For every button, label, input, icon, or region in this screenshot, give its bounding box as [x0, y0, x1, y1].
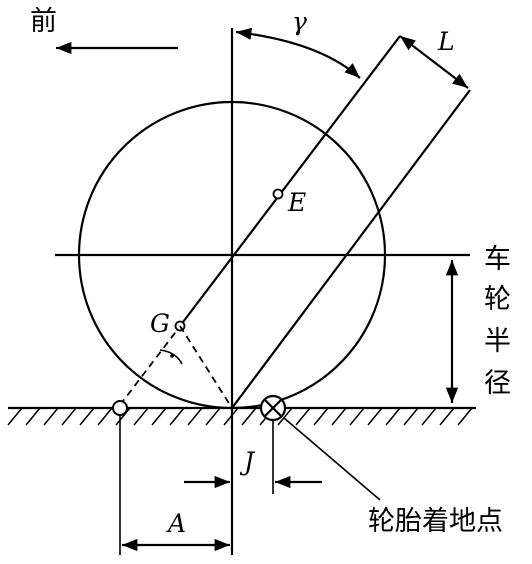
j-label: J [239, 447, 256, 476]
steering-axis [179, 35, 401, 327]
ground-hatch-stroke [295, 407, 311, 426]
ground-hatch-stroke [61, 407, 77, 426]
ground-hatching [7, 407, 473, 426]
ground-hatch-stroke [277, 407, 293, 426]
contact-point-leader [283, 417, 381, 501]
length-l-arrow [399, 35, 469, 89]
point-g-label: G [150, 309, 170, 338]
ground-hatch-stroke [313, 407, 329, 426]
right-angle-dot [170, 354, 174, 358]
ground-hatch-stroke [439, 407, 455, 426]
a-label: A [166, 509, 186, 538]
ground-hatch-stroke [151, 407, 167, 426]
wheel-radius-char-3: 半 [484, 326, 511, 357]
ground-hatch-stroke [457, 407, 473, 426]
gamma-label: γ [292, 7, 307, 36]
ground-hatch-stroke [133, 407, 149, 426]
wheel-radius-char-2: 轮 [484, 284, 511, 315]
length-l-label: L [437, 27, 455, 56]
wheel-radius-char-4: 径 [484, 368, 511, 399]
ground-hatch-stroke [349, 407, 365, 426]
point-e-label: E [287, 188, 306, 217]
ground-hatch-stroke [25, 407, 41, 426]
ground-hatch-stroke [97, 407, 113, 426]
contact-point-label: 轮胎着地点 [368, 506, 503, 537]
dashed-g-to-contact [179, 325, 233, 409]
wheel-radius-char-1: 车 [484, 244, 511, 275]
ground-hatch-stroke [367, 407, 383, 426]
ground-hatch-stroke [169, 407, 185, 426]
ground-hatch-stroke [79, 407, 95, 426]
ground-hatch-stroke [421, 407, 437, 426]
ground-hatch-stroke [7, 407, 23, 426]
forward-label: 前 [30, 6, 57, 37]
ground-hatch-stroke [223, 407, 239, 426]
ground-hatch-stroke [115, 407, 131, 426]
dashed-axis-extension [119, 328, 179, 406]
tire-contact-cross-b [264, 399, 282, 417]
point-e-marker [272, 188, 284, 200]
axis-ground-point [112, 400, 128, 416]
ground-hatch-stroke [187, 407, 203, 426]
ground-hatch-stroke [403, 407, 419, 426]
ground-hatch-stroke [385, 407, 401, 426]
ground-hatch-stroke [331, 407, 347, 426]
ground-hatch-stroke [241, 407, 257, 426]
ground-hatch-stroke [43, 407, 59, 426]
steering-axis-parallel [231, 89, 471, 409]
ground-hatch-stroke [205, 407, 221, 426]
right-angle-arc [159, 349, 183, 365]
gamma-angle-arc [235, 27, 361, 79]
